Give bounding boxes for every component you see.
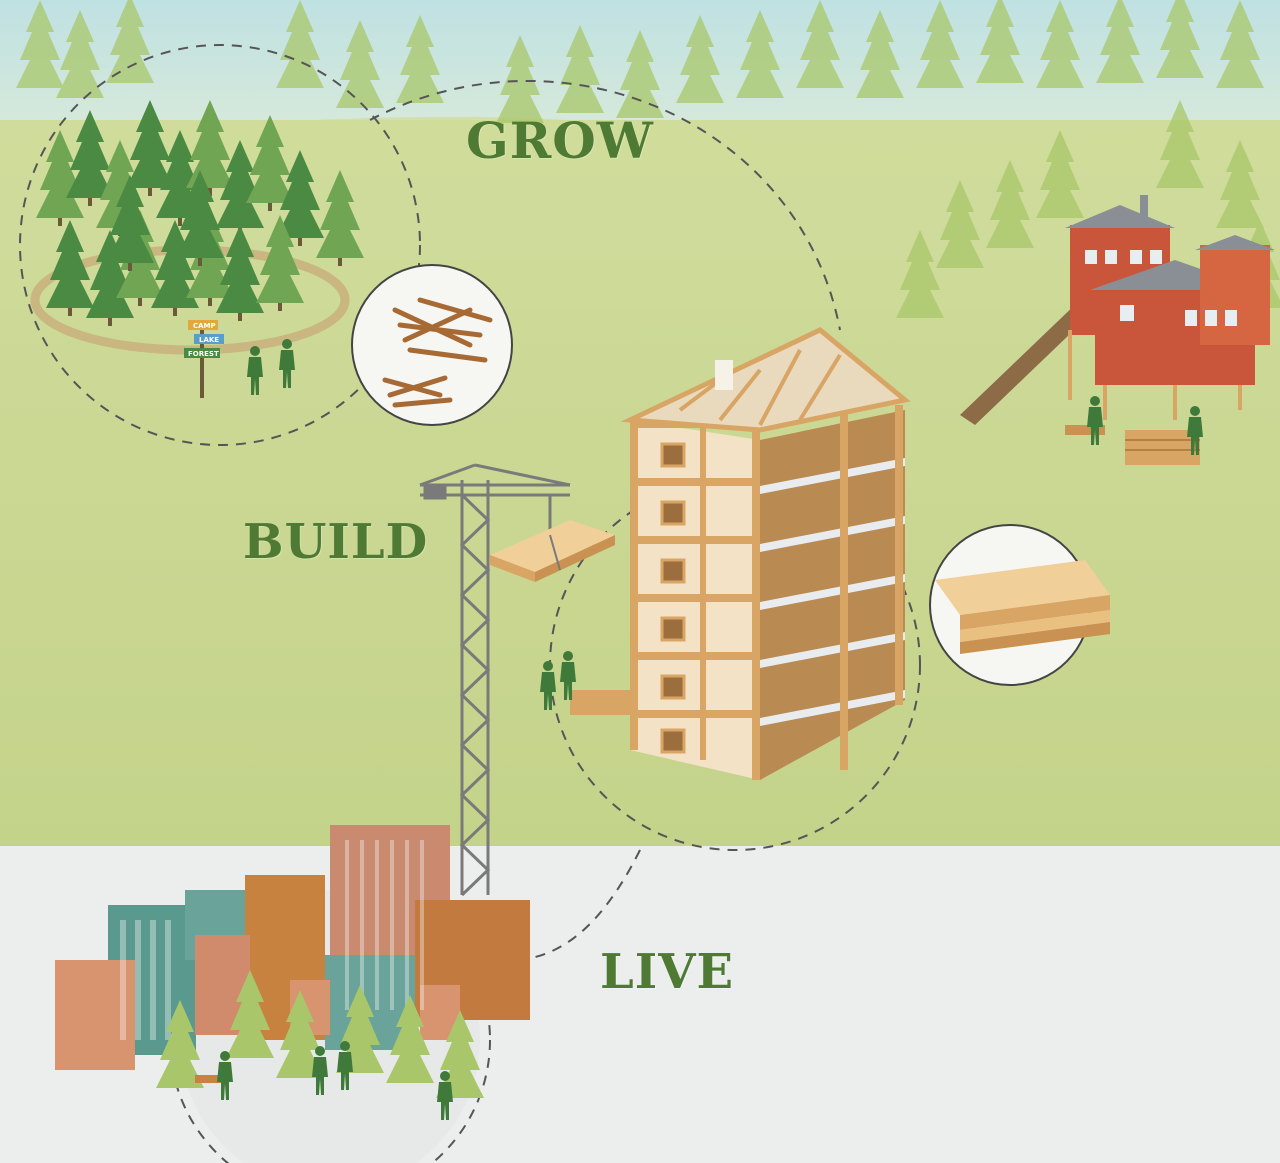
sawmill <box>960 195 1275 465</box>
signpost: CAMP LAKE FOREST <box>184 320 224 358</box>
sign-camp: CAMP <box>193 322 216 330</box>
grow-label: GROW <box>466 111 654 170</box>
construction-crane <box>419 463 571 897</box>
live-label: LIVE <box>600 944 735 1000</box>
sign-lake: LAKE <box>199 336 219 344</box>
forest-scene: CAMP LAKE FOREST <box>30 100 513 426</box>
city-scene <box>55 825 530 1163</box>
sign-forest: FOREST <box>188 350 219 358</box>
logs-inset <box>351 264 513 426</box>
logs-icon <box>382 297 493 408</box>
clt-panel-lifted <box>490 520 615 582</box>
timber-building <box>540 327 911 780</box>
clt-panel-icon <box>935 560 1110 654</box>
build-label: BUILD <box>243 514 429 570</box>
